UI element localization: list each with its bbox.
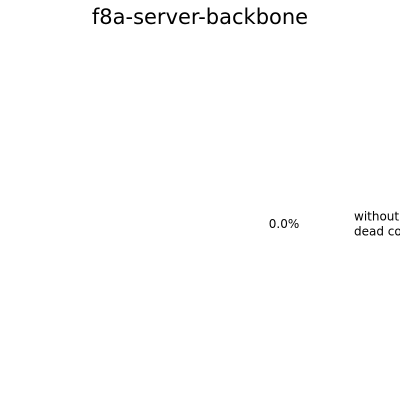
chart-title: f8a-server-backbone (92, 5, 308, 29)
slice-label-line: without (354, 210, 399, 224)
slice-label-line: dead co (354, 225, 400, 239)
slice-percent-label: 0.0% (269, 217, 300, 231)
